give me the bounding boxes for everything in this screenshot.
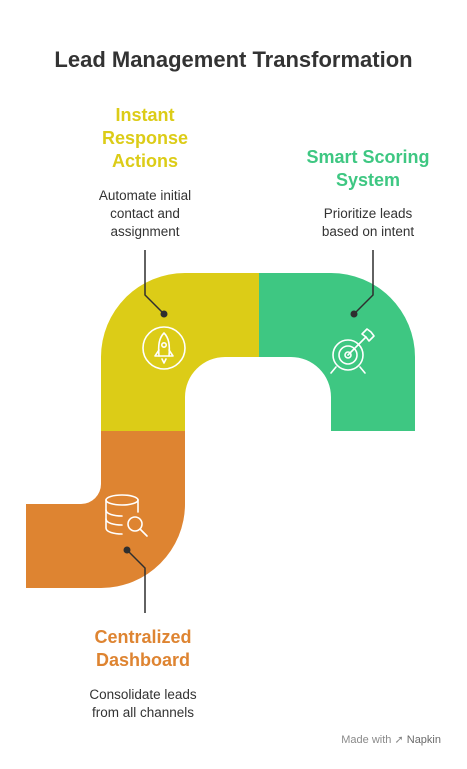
pipe-segment-smart-scoring (259, 273, 415, 431)
step-title-instant-response: Instant Response Actions (101, 105, 189, 171)
connector-centralized-dashboard (126, 549, 146, 613)
step-title-centralized-dashboard: Centralized Dashboard (94, 627, 192, 670)
connector-dot-smart-scoring (350, 310, 358, 318)
step-description-centralized-dashboard: Consolidate leads from all channels (89, 687, 197, 720)
pipe-segment-instant-response (101, 273, 259, 431)
step-title-smart-scoring: Smart Scoring System (306, 147, 430, 190)
connector-dot-instant-response (160, 310, 168, 318)
step-description-smart-scoring: Prioritize leads based on intent (321, 206, 415, 239)
page-title: Lead Management Transformation (54, 47, 413, 72)
rocket-icon (142, 326, 186, 370)
connector-instant-response (144, 250, 165, 315)
connector-smart-scoring (353, 250, 374, 315)
napkin-logo-icon: ➚ (394, 734, 404, 746)
database-search-icon (105, 494, 148, 537)
footer-attribution[interactable]: Made with ➚ Napkin (341, 733, 441, 746)
connector-dot-centralized-dashboard (123, 546, 131, 554)
footer-prefix: Made with (341, 734, 392, 746)
target-icon (330, 328, 375, 374)
step-description-instant-response: Automate initial contact and assignment (98, 188, 192, 239)
footer-brand: Napkin (406, 734, 441, 746)
